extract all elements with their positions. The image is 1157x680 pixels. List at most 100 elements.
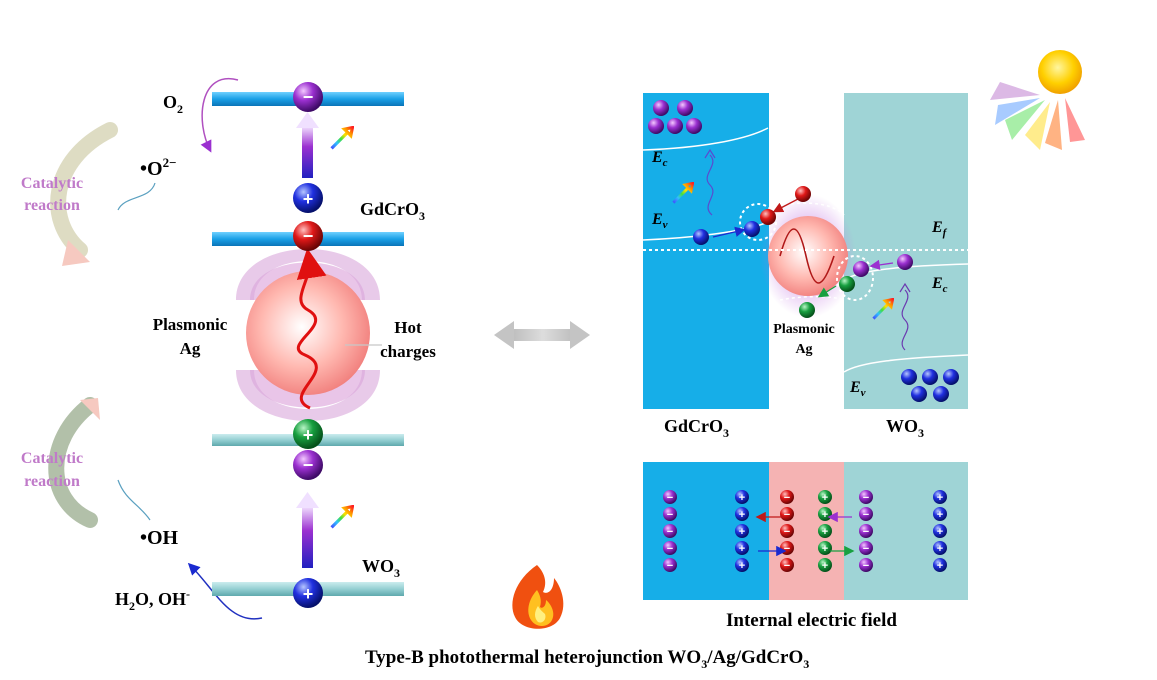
field-hole-particle — [933, 524, 947, 538]
o2-label: O2 — [163, 92, 183, 116]
ag-electron-particle — [760, 209, 776, 225]
catalytic-reaction-bottom-line1: Catalytic — [21, 450, 83, 467]
sun-icon — [990, 50, 1085, 150]
hot-charges-label-line1: Hot — [394, 318, 422, 337]
field-hole-sign: + — [739, 543, 745, 555]
internal-field-panel: −−−−−+++++−−−−−+++++−−−−−+++++ — [643, 462, 968, 600]
field-hole-sign: + — [739, 509, 745, 521]
field-electron-sign: − — [667, 560, 673, 572]
field-electron-sign: − — [863, 543, 869, 555]
caption-mid: /Ag/GdCrO — [707, 647, 804, 668]
field-ag-hole-sign: + — [822, 543, 828, 555]
electron-particle — [648, 118, 664, 134]
hole-particle — [901, 369, 917, 385]
electron-particle — [293, 82, 323, 112]
field-ag-electron-sign: − — [784, 543, 790, 555]
gdcro3-label-left: GdCrO3 — [360, 199, 425, 223]
hole-particle — [933, 386, 949, 402]
electron-particle — [667, 118, 683, 134]
field-ag-hole-sign: + — [822, 492, 828, 504]
catalytic-reaction-bottom-line2: reaction — [24, 473, 80, 490]
hole-particle — [293, 183, 323, 213]
field-ag-hole-particle — [818, 490, 832, 504]
wo3-label-left: WO3 — [362, 556, 400, 580]
field-electron-particle — [663, 490, 677, 504]
field-electron-sign: − — [667, 543, 673, 555]
field-ag-electron-sign: − — [784, 526, 790, 538]
gdcro3-label-right: GdCrO3 — [664, 416, 729, 440]
o2-reduction-arrow — [200, 77, 239, 153]
electron-particle — [897, 254, 913, 270]
field-ag-hole-sign: + — [822, 560, 828, 572]
plasmonic-ag-label-right-line2: Ag — [795, 342, 812, 357]
caption-sub1: 3 — [701, 656, 708, 671]
field-electron-sign: − — [667, 492, 673, 504]
electron-particle — [686, 118, 702, 134]
o2-to-catalytic-line — [117, 182, 156, 211]
ag-electron-particle — [795, 186, 811, 202]
field-electron-particle — [859, 524, 873, 538]
hole-particle — [744, 221, 760, 237]
field-hole-sign: + — [937, 560, 943, 572]
field-gdcro3-region — [643, 462, 769, 600]
field-ag-hole-sign: + — [822, 526, 828, 538]
wo3-label-right: WO3 — [886, 416, 924, 440]
field-carrier-columns: −−−−−+++++−−−−−+++++−−−−−+++++ — [663, 490, 947, 572]
hole-particle — [911, 386, 927, 402]
hole-particle — [922, 369, 938, 385]
field-ag-electron-sign: − — [784, 509, 790, 521]
charge-transfer-ring-right — [836, 255, 874, 301]
ag-hole-particle — [293, 419, 323, 449]
plasmonic-ag-label-line1: Plasmonic — [153, 315, 228, 334]
field-electron-particle — [859, 541, 873, 555]
charge-transfer-ring-left — [739, 203, 777, 241]
plasmonic-ag-label-line2: Ag — [180, 339, 201, 358]
light-photon-icon — [330, 505, 354, 529]
oh-to-catalytic-line — [117, 479, 151, 521]
schottky-barrier-bottom — [779, 295, 845, 301]
field-ag-electron-particle — [780, 558, 794, 572]
field-electron-sign: − — [863, 526, 869, 538]
water-label: H2O, OH- — [115, 587, 190, 613]
light-photon-icon — [330, 126, 354, 150]
catalytic-arrowhead-bottom — [80, 398, 100, 420]
ag-electron-particle — [293, 221, 323, 251]
caption-sub2: 3 — [803, 656, 810, 671]
electron-particle — [677, 100, 693, 116]
field-ag-electron-sign: − — [784, 560, 790, 572]
ev-label-left: Ev — [651, 211, 668, 231]
svg-text:−: − — [303, 455, 314, 475]
field-electron-sign: − — [863, 492, 869, 504]
left-scheme: − + − + − + O2 •O2− Catalytic reaction C… — [21, 77, 436, 620]
field-electron-particle — [663, 541, 677, 555]
figure-caption: Type-B photothermal heterojunction WO3/A… — [365, 647, 809, 672]
charge-carriers-right — [648, 100, 959, 402]
field-electron-particle — [663, 524, 677, 538]
field-hole-particle — [735, 558, 749, 572]
svg-text:+: + — [303, 425, 314, 445]
field-hole-particle — [735, 541, 749, 555]
plasmonic-ag-particle — [236, 248, 382, 421]
ef-label: Ef — [931, 219, 948, 239]
field-ag-electron-sign: − — [784, 492, 790, 504]
field-ag-hole-sign: + — [822, 509, 828, 521]
hole-particle — [943, 369, 959, 385]
ec-label-left: Ec — [651, 149, 668, 169]
catalytic-arrowhead-top — [62, 240, 90, 266]
ag-hole-particle — [799, 302, 815, 318]
catalytic-reaction-top-line1: Catalytic — [21, 175, 83, 192]
gdcro3-ev-curve — [642, 221, 769, 241]
wo3-ev-curve — [843, 354, 969, 373]
catalytic-arc-top — [50, 122, 118, 258]
hot-charge-path — [296, 248, 327, 410]
internal-field-label: Internal electric field — [726, 610, 897, 631]
ev-label-right: Ev — [849, 379, 866, 399]
charge-carriers-left: − + − + − + — [293, 82, 323, 608]
band-diagram: Ec Ev Ef Ec Ev Plasmonic Ag GdCrO3 WO3 — [642, 93, 969, 440]
plasmonic-ag-particle-right — [768, 216, 848, 296]
field-hole-sign: + — [937, 543, 943, 555]
superoxide-label: •O2− — [140, 155, 176, 180]
field-hole-sign: + — [937, 526, 943, 538]
